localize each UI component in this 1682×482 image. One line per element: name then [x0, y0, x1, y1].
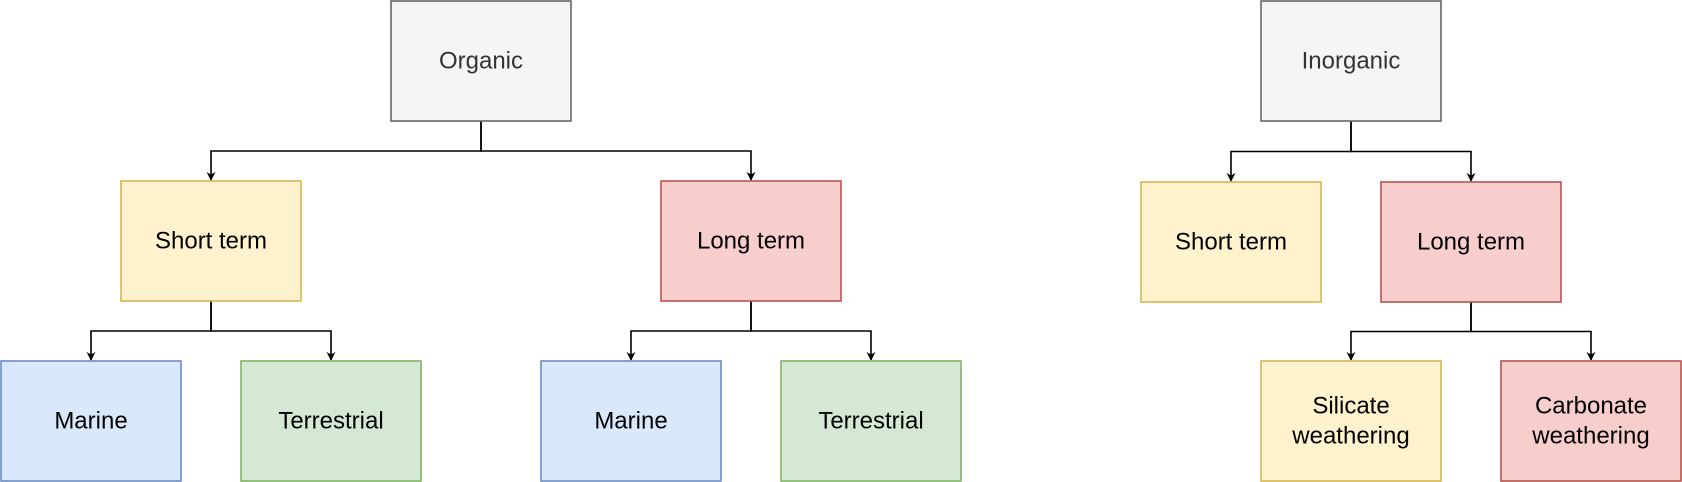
- node-organic: Organic: [390, 0, 572, 122]
- node-label: Short term: [155, 228, 267, 255]
- node-label: Long term: [697, 228, 805, 255]
- node-organic-long-marine: Marine: [540, 360, 722, 482]
- node-label: Marine: [54, 408, 127, 435]
- edge-organic-short-to-organic-short-terrestrial: [210, 301, 336, 361]
- node-box: [1500, 360, 1682, 482]
- node-box: [0, 360, 182, 482]
- node-box: [1380, 181, 1562, 303]
- node-inorganic-short: Short term: [1140, 181, 1322, 303]
- node-label: Inorganic: [1302, 48, 1401, 75]
- node-box: [780, 360, 962, 482]
- node-organic-short-terrestrial: Terrestrial: [240, 360, 422, 482]
- node-label: Short term: [1175, 229, 1287, 256]
- node-label: Marine: [594, 408, 667, 435]
- edge-inorganic-to-inorganic-short: [1226, 121, 1352, 182]
- node-label: Terrestrial: [278, 408, 383, 435]
- node-organic-long: Long term: [660, 180, 842, 302]
- node-box: [660, 180, 842, 302]
- node-label: Long term: [1417, 229, 1525, 256]
- node-inorganic-long: Long term: [1380, 181, 1562, 303]
- edges-layer: [86, 121, 1596, 361]
- node-organic-short-marine: Marine: [0, 360, 182, 482]
- node-box: [1140, 181, 1322, 303]
- edge-organic-to-organic-short: [206, 121, 482, 181]
- node-box: [120, 180, 302, 302]
- edge-inorganic-long-to-silicate: [1346, 302, 1472, 361]
- edge-inorganic-long-to-carbonate: [1470, 302, 1596, 361]
- node-organic-short: Short term: [120, 180, 302, 302]
- node-label: Terrestrial: [818, 408, 923, 435]
- node-box: [540, 360, 722, 482]
- edge-organic-long-to-organic-long-marine: [626, 301, 752, 361]
- node-box: [1260, 0, 1442, 122]
- edge-inorganic-to-inorganic-long: [1350, 121, 1476, 182]
- node-inorganic: Inorganic: [1260, 0, 1442, 122]
- node-box: [1260, 360, 1442, 482]
- node-box: [240, 360, 422, 482]
- node-box: [390, 0, 572, 122]
- edge-organic-to-organic-long: [480, 121, 756, 181]
- edge-organic-short-to-organic-short-marine: [86, 301, 212, 361]
- node-label: Organic: [439, 48, 523, 75]
- node-organic-long-terrestrial: Terrestrial: [780, 360, 962, 482]
- edge-organic-long-to-organic-long-terrestrial: [750, 301, 876, 361]
